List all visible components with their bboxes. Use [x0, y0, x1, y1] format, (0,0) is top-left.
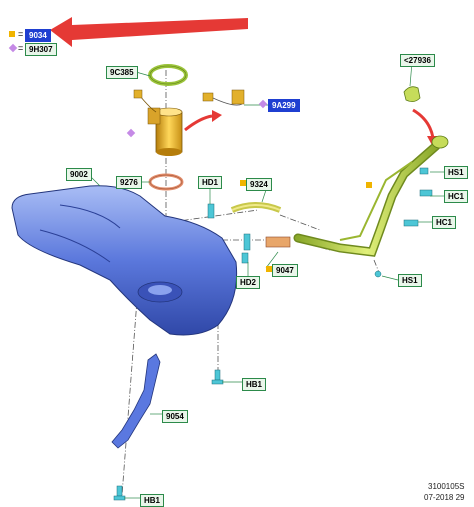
- label-HS1-top[interactable]: HS1: [444, 166, 468, 179]
- tank-strap-icon: [111, 353, 161, 449]
- red-arrow-icon: [50, 17, 248, 47]
- legend-selected-code[interactable]: 9034: [25, 29, 51, 42]
- label-9054[interactable]: 9054: [162, 410, 188, 423]
- part-marker-diamond-icon: [126, 128, 136, 138]
- label-HC1-bottom[interactable]: HC1: [432, 216, 457, 229]
- label-HB1-bottom[interactable]: HB1: [140, 494, 165, 507]
- red-curved-arrow-icon: [184, 114, 213, 132]
- part-marker-square-2-icon: [240, 180, 246, 186]
- label-9276[interactable]: 9276: [116, 176, 142, 189]
- level-sensor-icon: [202, 89, 245, 106]
- legend-equals: =: [18, 29, 24, 39]
- label-HB1-top[interactable]: HB1: [242, 378, 267, 391]
- fuel-pump-icon: [133, 89, 183, 156]
- label-9A299[interactable]: 9A299: [268, 99, 300, 112]
- label-27936[interactable]: <27936: [400, 54, 435, 67]
- filler-pipe-icon: [293, 135, 449, 257]
- legend-square-icon: [9, 31, 15, 37]
- filler-connector-icon: [265, 236, 291, 248]
- fuel-tank-icon: [11, 185, 238, 336]
- legend-equals-2: =: [18, 43, 24, 53]
- leader-lines: [87, 61, 444, 499]
- clips-icon: [207, 167, 433, 278]
- vent-hose-icon: [230, 202, 282, 213]
- label-HD1[interactable]: HD1: [198, 176, 223, 189]
- lock-ring-icon: [148, 64, 188, 86]
- footer-date: 07-2018 29: [424, 493, 465, 502]
- label-HS1-bottom[interactable]: HS1: [398, 274, 422, 287]
- legend-part-code[interactable]: 9H307: [25, 43, 57, 56]
- bolt-icon: [113, 369, 224, 501]
- part-marker-square-icon: [366, 182, 372, 188]
- label-HC1-top[interactable]: HC1: [444, 190, 469, 203]
- label-9C385[interactable]: 9C385: [106, 66, 138, 79]
- filler-cap-icon: [403, 86, 421, 102]
- footer-code: 3100105S: [428, 482, 465, 491]
- red-arrowhead-icon: [212, 110, 222, 122]
- red-curved-arrow-2-icon: [412, 108, 435, 139]
- label-9047[interactable]: 9047: [272, 264, 298, 277]
- part-marker-diamond-2-icon: [258, 99, 268, 109]
- part-marker-square-3-icon: [266, 266, 272, 272]
- label-9002[interactable]: 9002: [66, 168, 92, 181]
- label-HD2[interactable]: HD2: [236, 276, 261, 289]
- label-9324[interactable]: 9324: [246, 178, 272, 191]
